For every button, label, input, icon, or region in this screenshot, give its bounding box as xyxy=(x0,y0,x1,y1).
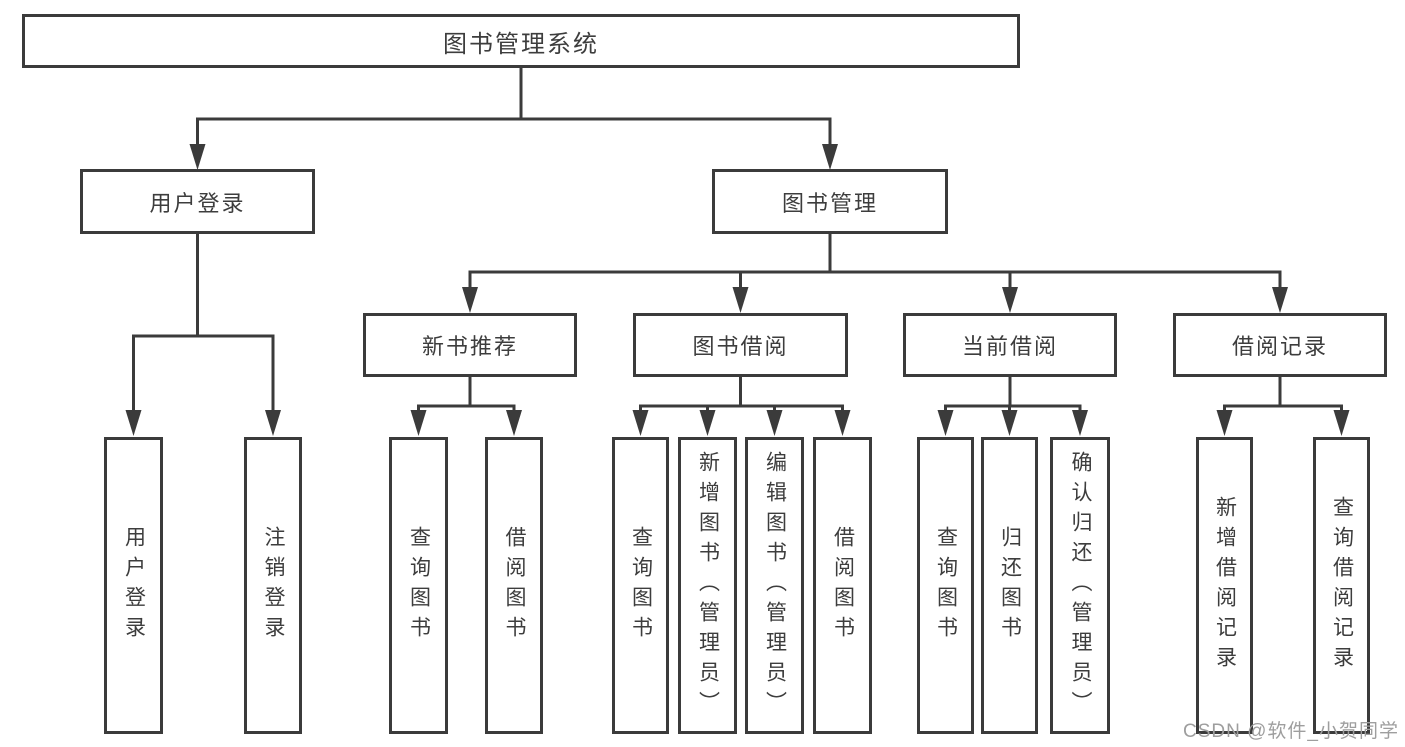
arrow-down-icon xyxy=(189,144,206,170)
connector-records-to-leaves xyxy=(1216,377,1350,436)
arrow-down-icon xyxy=(1333,410,1350,436)
leaf-query-borrow-record-label: 查询借阅记录 xyxy=(1330,495,1354,676)
arrow-down-icon xyxy=(265,410,281,436)
node-borrow-records-label: 借阅记录 xyxy=(1231,334,1328,359)
connector-root-to-level2 xyxy=(189,68,838,170)
arrow-down-icon xyxy=(937,410,954,436)
node-book-borrow-label: 图书借阅 xyxy=(692,334,789,359)
node-library-system: 图书管理系统 xyxy=(22,14,1020,68)
leaf-query-books-borrow-label: 查询图书 xyxy=(629,525,653,646)
leaf-query-books-current: 查询图书 xyxy=(917,437,974,734)
node-borrow-records: 借阅记录 xyxy=(1173,313,1387,377)
node-book-borrow: 图书借阅 xyxy=(633,313,848,377)
arrow-down-icon xyxy=(1001,410,1018,436)
leaf-confirm-return-admin-label: 确认归还（管理员） xyxy=(1069,450,1092,721)
leaf-borrow-books-borrow-label: 借阅图书 xyxy=(831,525,855,646)
leaf-user-login-label: 用户登录 xyxy=(122,525,146,646)
arrow-down-icon xyxy=(462,287,478,313)
connector-borrow-to-leaves xyxy=(632,377,851,436)
node-book-management-label: 图书管理 xyxy=(781,190,878,216)
leaf-edit-book-admin: 编辑图书（管理员） xyxy=(745,437,804,734)
arrow-down-icon xyxy=(1072,410,1088,436)
leaf-query-books-recommend: 查询图书 xyxy=(389,437,448,734)
leaf-borrow-books-borrow: 借阅图书 xyxy=(813,437,872,734)
node-current-borrow: 当前借阅 xyxy=(903,313,1117,377)
node-current-borrow-label: 当前借阅 xyxy=(961,334,1058,359)
leaf-logout-label: 注销登录 xyxy=(262,525,285,646)
leaf-borrow-books-recommend: 借阅图书 xyxy=(485,437,543,734)
arrow-down-icon xyxy=(1216,410,1233,436)
leaf-query-books-borrow: 查询图书 xyxy=(612,437,669,734)
arrow-down-icon xyxy=(699,410,716,436)
csdn-watermark: CSDN @软件_小贺同学 xyxy=(1183,721,1399,742)
arrow-down-icon xyxy=(1002,287,1018,313)
arrow-down-icon xyxy=(410,410,427,436)
leaf-add-borrow-record: 新增借阅记录 xyxy=(1196,437,1253,734)
arrow-down-icon xyxy=(732,287,749,313)
leaf-confirm-return-admin: 确认归还（管理员） xyxy=(1050,437,1110,734)
leaf-query-borrow-record: 查询借阅记录 xyxy=(1313,437,1370,734)
leaf-user-login: 用户登录 xyxy=(104,437,163,734)
arrow-down-icon xyxy=(506,410,522,436)
arrow-down-icon xyxy=(1272,287,1288,313)
leaf-return-book: 归还图书 xyxy=(981,437,1038,734)
arrow-down-icon xyxy=(632,410,649,436)
leaf-add-borrow-record-label: 新增借阅记录 xyxy=(1213,495,1237,676)
arrow-down-icon xyxy=(125,410,142,436)
leaf-edit-book-admin-label: 编辑图书（管理员） xyxy=(763,450,787,721)
connector-book-management-to-level3 xyxy=(462,234,1288,313)
leaf-query-books-current-label: 查询图书 xyxy=(934,525,958,646)
leaf-query-books-recommend-label: 查询图书 xyxy=(407,525,431,646)
leaf-borrow-books-recommend-label: 借阅图书 xyxy=(503,525,526,646)
node-user-login-label: 用户登录 xyxy=(149,190,246,216)
leaf-add-book-admin: 新增图书（管理员） xyxy=(678,437,737,734)
node-user-login: 用户登录 xyxy=(80,169,315,234)
connector-current-to-leaves xyxy=(937,377,1088,436)
arrow-down-icon xyxy=(834,410,851,436)
arrow-down-icon xyxy=(766,410,783,436)
arrow-down-icon xyxy=(822,144,838,170)
leaf-add-book-admin-label: 新增图书（管理员） xyxy=(696,450,720,721)
connector-recommend-to-leaves xyxy=(410,377,522,436)
node-new-book-recommend-label: 新书推荐 xyxy=(421,334,518,359)
connector-user-login-to-leaves xyxy=(125,234,281,436)
node-new-book-recommend: 新书推荐 xyxy=(363,313,577,377)
node-book-management: 图书管理 xyxy=(712,169,948,234)
leaf-return-book-label: 归还图书 xyxy=(998,525,1022,646)
leaf-logout: 注销登录 xyxy=(244,437,302,734)
node-library-system-label: 图书管理系统 xyxy=(443,30,599,58)
